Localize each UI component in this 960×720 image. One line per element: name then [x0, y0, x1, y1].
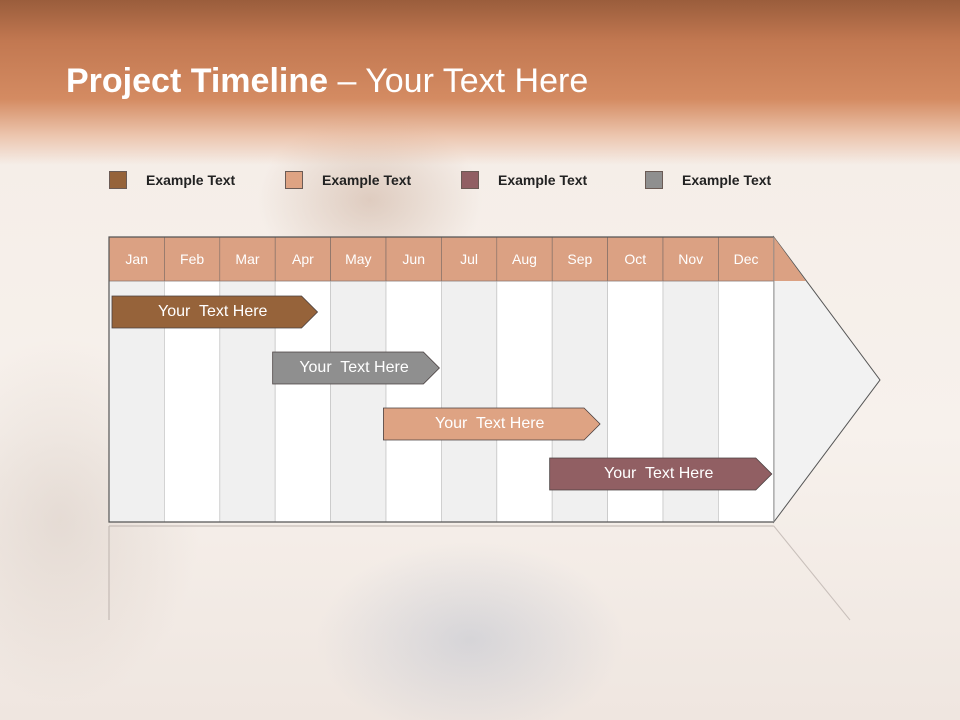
month-column [440, 280, 498, 523]
task-bar [383, 407, 601, 441]
month-label: Mar [235, 251, 260, 267]
legend-swatch [109, 171, 127, 189]
month-label: Jan [125, 251, 148, 267]
legend-swatch [285, 171, 303, 189]
month-header-cell [496, 236, 553, 282]
task-bar-label: Your Text Here [299, 359, 409, 376]
month-label: Jul [460, 251, 479, 267]
month-label: Aug [512, 251, 537, 267]
month-header-cell [718, 236, 775, 282]
title-banner [0, 0, 960, 165]
month-header-cell [551, 236, 608, 282]
timeline-arrow-header [773, 237, 806, 281]
task-bar-label: Your Text Here [604, 465, 714, 482]
slide-title-bold: Project Timeline [66, 62, 329, 100]
month-header-cell [330, 236, 387, 282]
legend-swatch [461, 171, 479, 189]
task-bar [549, 457, 773, 491]
task-bar [111, 295, 319, 329]
legend-swatch [645, 171, 663, 189]
month-header-cell [219, 236, 276, 282]
month-label: Nov [678, 251, 704, 267]
timeline-frame [108, 236, 774, 523]
month-column [385, 280, 442, 523]
slide-title: Project Timeline – Your Text Here [66, 62, 588, 101]
month-label: Jun [402, 251, 425, 267]
month-label: Oct [624, 251, 647, 267]
month-header-cell [662, 236, 719, 282]
month-column [330, 280, 387, 523]
slide-title-rest: – Your Text Here [328, 62, 589, 100]
month-header-cell [607, 236, 664, 282]
month-label: Sep [567, 251, 593, 267]
month-label: Feb [180, 251, 205, 267]
month-label: Dec [733, 251, 759, 267]
month-header-cell [441, 236, 498, 282]
month-header-cell [108, 236, 165, 282]
month-column [496, 280, 553, 523]
task-bar-label: Your Text Here [435, 415, 545, 432]
month-label: May [345, 251, 372, 267]
reflection-line [773, 525, 851, 621]
legend-label: Example Text [682, 172, 772, 188]
month-label: Apr [291, 251, 314, 267]
legend-label: Example Text [146, 172, 236, 188]
task-bar-label: Your Text Here [158, 303, 268, 320]
legend-label: Example Text [322, 172, 412, 188]
task-bar [272, 351, 440, 385]
legend-label: Example Text [498, 172, 588, 188]
